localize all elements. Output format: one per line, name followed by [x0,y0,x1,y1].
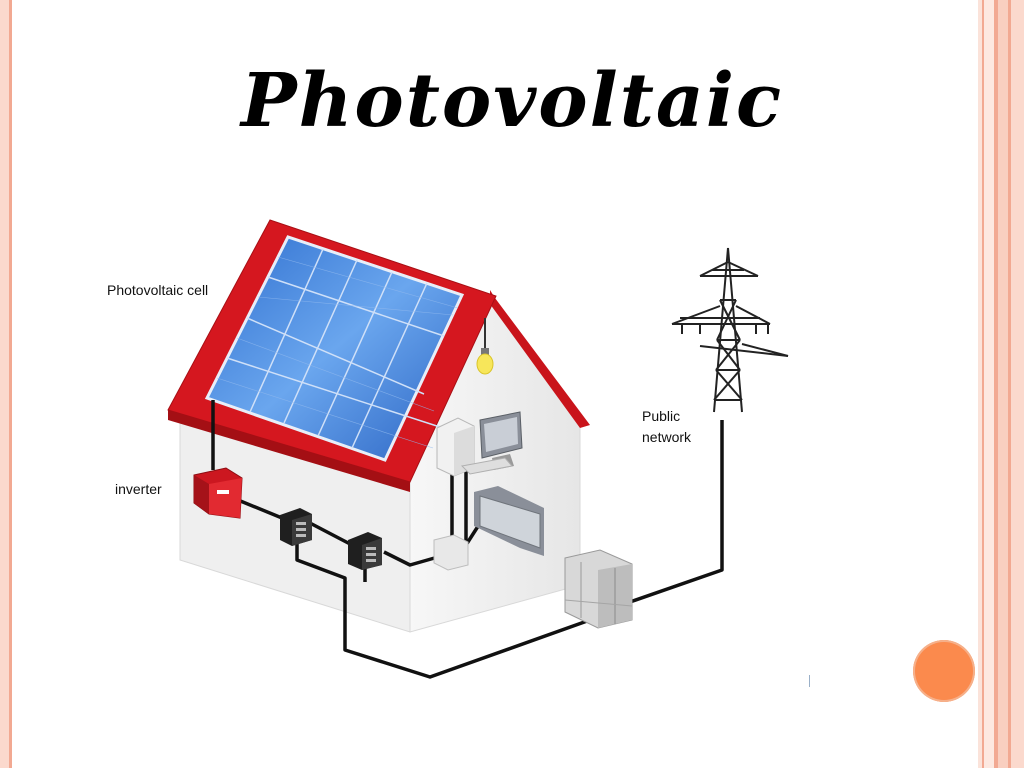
light-bulb-icon [476,318,494,375]
meter-icon [348,532,382,570]
public-network-label-line2: network [642,429,692,445]
public-network-label-line1: Public [642,408,681,424]
inverter-label: inverter [115,481,162,497]
decorative-tick [809,675,810,687]
meter-icon [280,508,312,546]
solar-panel-icon [204,235,465,462]
computer-icon [436,411,523,477]
cabinet-icon [564,549,633,629]
wiring [211,400,724,679]
right-border-stripes [978,0,1024,768]
pylon-icon [671,247,789,413]
decorative-circle [913,640,975,702]
monitor-icon [474,486,544,556]
roof-edge [168,410,410,492]
inverter-icon [193,467,243,519]
page-title: Photovoltaic [240,58,784,144]
left-border-stripe [0,0,12,768]
gable-trim [490,290,590,428]
junction-box [433,534,469,571]
photovoltaic-cell-label: Photovoltaic cell [107,282,209,298]
